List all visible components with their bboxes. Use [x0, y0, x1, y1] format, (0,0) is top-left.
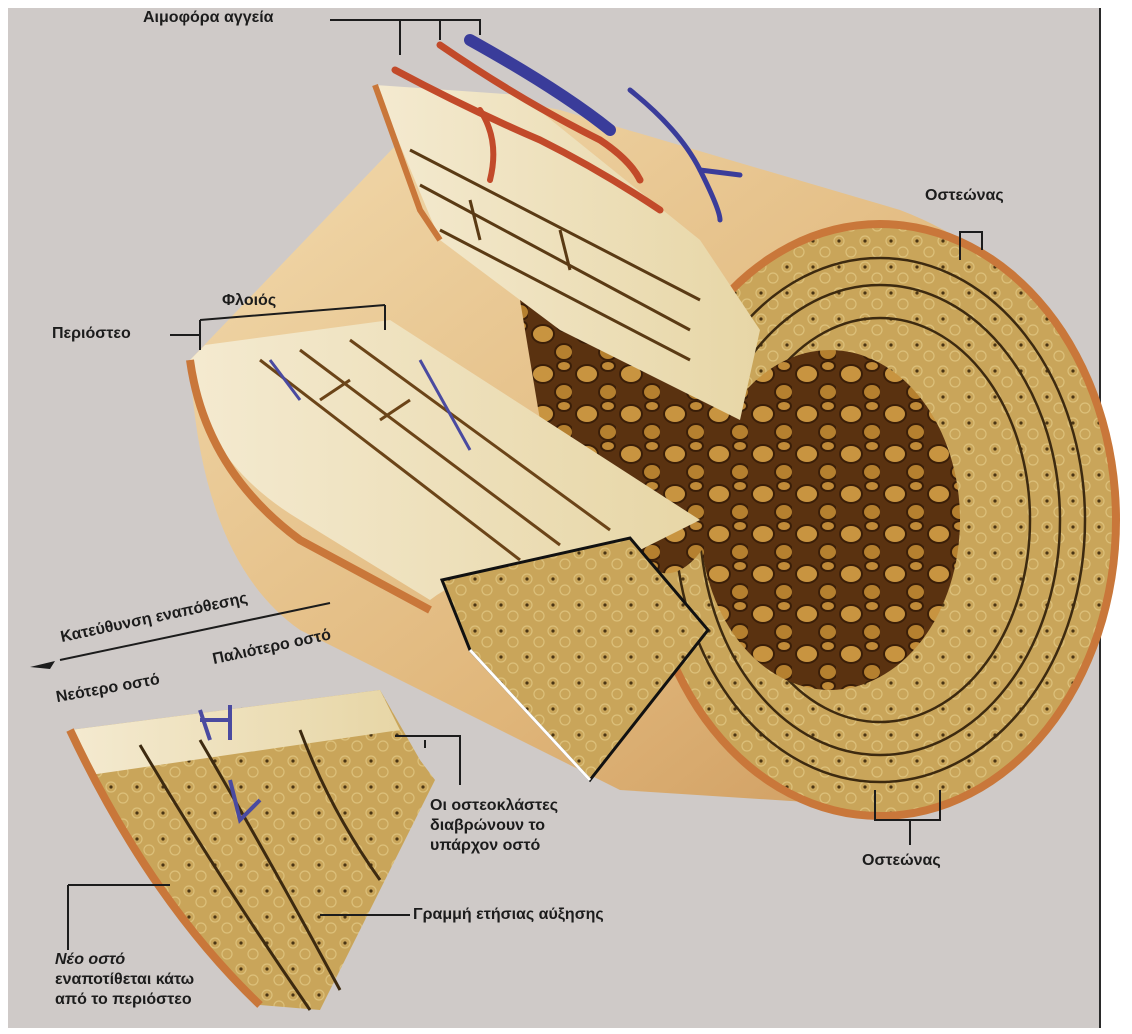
label-blood-vessels: Αιμοφόρα αγγεία [143, 8, 273, 28]
label-osteon-top: Οστεώνας [925, 186, 1004, 206]
label-osteoclasts-line1: Οι οστεοκλάστες [430, 796, 558, 816]
label-growth-line: Γραμμή ετήσιας αύξησης [413, 905, 604, 925]
label-osteoclasts: Οι οστεοκλάστες διαβρώνουν το υπάρχον οσ… [430, 796, 558, 856]
label-new-bone: Νέο οστό εναποτίθεται κάτω από το περιόσ… [55, 950, 194, 1010]
label-osteon-bottom: Οστεώνας [862, 851, 941, 871]
label-cortex: Φλοιός [222, 291, 276, 311]
label-osteoclasts-line2: διαβρώνουν το [430, 816, 558, 836]
label-new-bone-line2: εναποτίθεται κάτω [55, 970, 194, 990]
label-osteoclasts-line3: υπάρχον οστό [430, 836, 558, 856]
label-new-bone-line3: από το περιόστεο [55, 990, 194, 1010]
label-periosteum: Περιόστεο [52, 324, 131, 344]
label-new-bone-line1: Νέο οστό [55, 950, 194, 970]
